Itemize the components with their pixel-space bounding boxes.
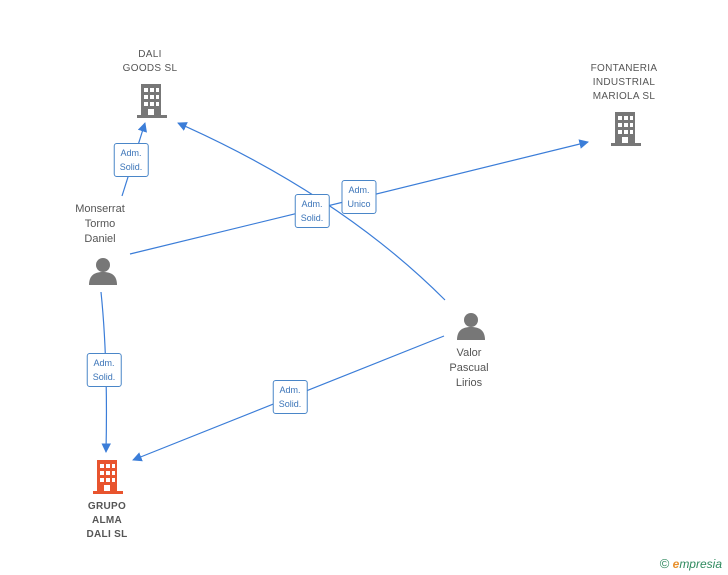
empresia-logo-text: mpresia	[679, 557, 722, 571]
fontaneria-label[interactable]: FONTANERIA INDUSTRIAL MARIOLA SL	[590, 63, 658, 102]
monserrat-person-icon[interactable]	[88, 256, 118, 286]
valor-label[interactable]: Valor Pascual Lirios	[449, 347, 489, 389]
edge-label-monserrat-fontaneria: Adm. Unico	[341, 180, 377, 214]
grupo-alma-building-icon[interactable]	[93, 460, 123, 494]
grupo-alma-label[interactable]: GRUPO ALMA DALI SL	[86, 501, 128, 540]
monserrat-label[interactable]: Monserrat Tormo Daniel	[75, 203, 125, 245]
edge-label-monserrat-dali-goods: Adm. Solid.	[113, 143, 149, 177]
dali-goods-label[interactable]: DALI GOODS SL	[122, 49, 178, 74]
edge-label-monserrat-grupo-alma: Adm. Solid.	[86, 353, 122, 387]
fontaneria-building-icon[interactable]	[611, 112, 641, 146]
empresia-logo-initial: e	[672, 557, 680, 571]
empresia-watermark: © empresia	[660, 556, 722, 571]
edge-label-valor-grupo-alma: Adm. Solid.	[272, 380, 308, 414]
copyright-icon: ©	[659, 556, 670, 571]
edge-label-valor-dali-goods: Adm. Solid.	[294, 194, 330, 228]
valor-person-icon[interactable]	[456, 311, 486, 341]
dali-goods-building-icon[interactable]	[137, 84, 167, 118]
